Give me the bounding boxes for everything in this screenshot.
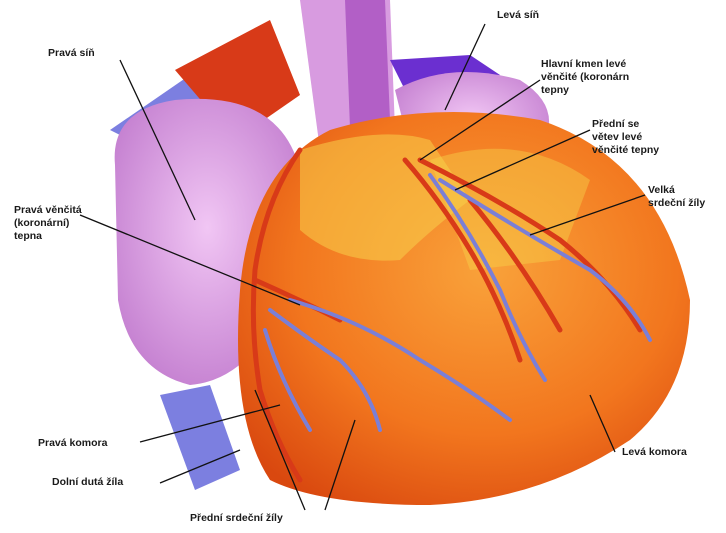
- label-line: Hlavní kmen levé: [541, 58, 629, 71]
- label-right-coronary: Pravá věnčitá (koronární) tepna: [14, 204, 82, 243]
- label-inferior-vena-cava: Dolní dutá žíla: [52, 476, 123, 489]
- label-line: větev levé: [592, 131, 659, 144]
- label-line: tepna: [14, 230, 82, 243]
- label-anterior-cardiac-veins: Přední srdeční žíly: [190, 512, 283, 525]
- inferior-vena-cava: [160, 385, 240, 490]
- label-line: Pravá věnčitá: [14, 204, 82, 217]
- label-left-main-coronary: Hlavní kmen levé věnčité (koronárn tepny: [541, 58, 629, 97]
- label-left-atrium: Levá síň: [497, 9, 539, 22]
- label-line: srdeční žíly: [648, 197, 705, 210]
- label-line: tepny: [541, 84, 629, 97]
- label-line: věnčité tepny: [592, 144, 659, 157]
- label-anterior-descending: Přední se větev levé věnčité tepny: [592, 118, 659, 157]
- label-line: Přední se: [592, 118, 659, 131]
- label-right-atrium: Pravá síň: [48, 47, 95, 60]
- aorta: [345, 0, 390, 128]
- label-right-ventricle: Pravá komora: [38, 437, 107, 450]
- label-line: věnčité (koronárn: [541, 71, 629, 84]
- label-line: (koronární): [14, 217, 82, 230]
- label-great-cardiac-vein: Velká srdeční žíly: [648, 184, 705, 210]
- label-left-ventricle: Levá komora: [622, 446, 687, 459]
- label-line: Velká: [648, 184, 705, 197]
